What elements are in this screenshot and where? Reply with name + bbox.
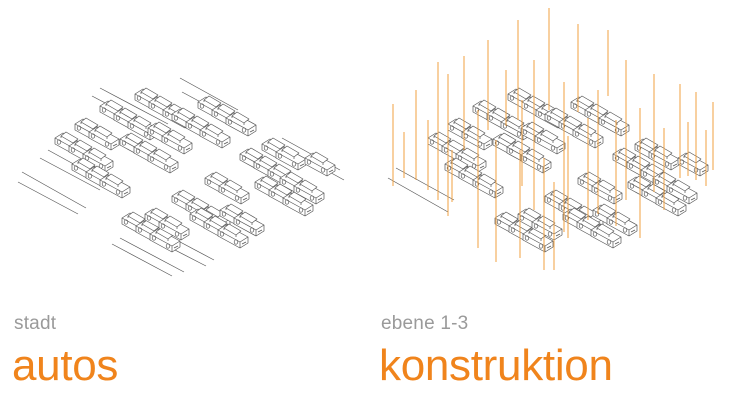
lane-line	[395, 167, 455, 201]
car-icon	[293, 179, 325, 205]
caption-main-left: autos	[12, 341, 119, 390]
car-icon	[304, 151, 336, 177]
lane-line	[179, 77, 239, 111]
car-icon	[666, 179, 698, 205]
construction-columns-illustration	[387, 8, 714, 270]
car-icon	[158, 215, 190, 241]
lane-line	[119, 237, 185, 273]
car-icon	[590, 223, 622, 249]
car-icon	[199, 123, 231, 149]
car-icon	[520, 148, 552, 174]
car-icon	[534, 129, 566, 155]
car-icon	[282, 191, 314, 217]
car-icon	[233, 211, 265, 237]
car-icon	[82, 147, 114, 173]
lane-line	[21, 171, 87, 209]
caption-sub-left: stadt	[14, 313, 57, 334]
car-icon	[225, 111, 257, 137]
car-icon	[591, 179, 623, 205]
car-icon	[598, 111, 630, 137]
car-icon	[461, 125, 493, 151]
caption-main-right: konstruktion	[379, 341, 613, 390]
car-icon	[99, 173, 131, 199]
car-icon	[149, 227, 181, 253]
lane-line	[99, 87, 169, 125]
right-panel-construction	[368, 0, 737, 400]
parking-cars-illustration	[17, 77, 345, 277]
car-icon	[606, 211, 638, 237]
car-icon	[217, 223, 249, 249]
lane-line	[39, 157, 101, 191]
car-icon	[88, 125, 120, 151]
lane-line	[387, 177, 449, 213]
caption-sub-right: ebene 1-3	[381, 313, 469, 334]
car-icon	[218, 179, 250, 205]
lane-line	[111, 243, 173, 277]
lane-line	[17, 181, 79, 215]
car-icon	[677, 151, 709, 177]
car-icon	[147, 148, 179, 174]
left-panel-city-cars	[0, 0, 368, 400]
car-icon	[275, 145, 307, 171]
car-icon	[161, 129, 193, 155]
